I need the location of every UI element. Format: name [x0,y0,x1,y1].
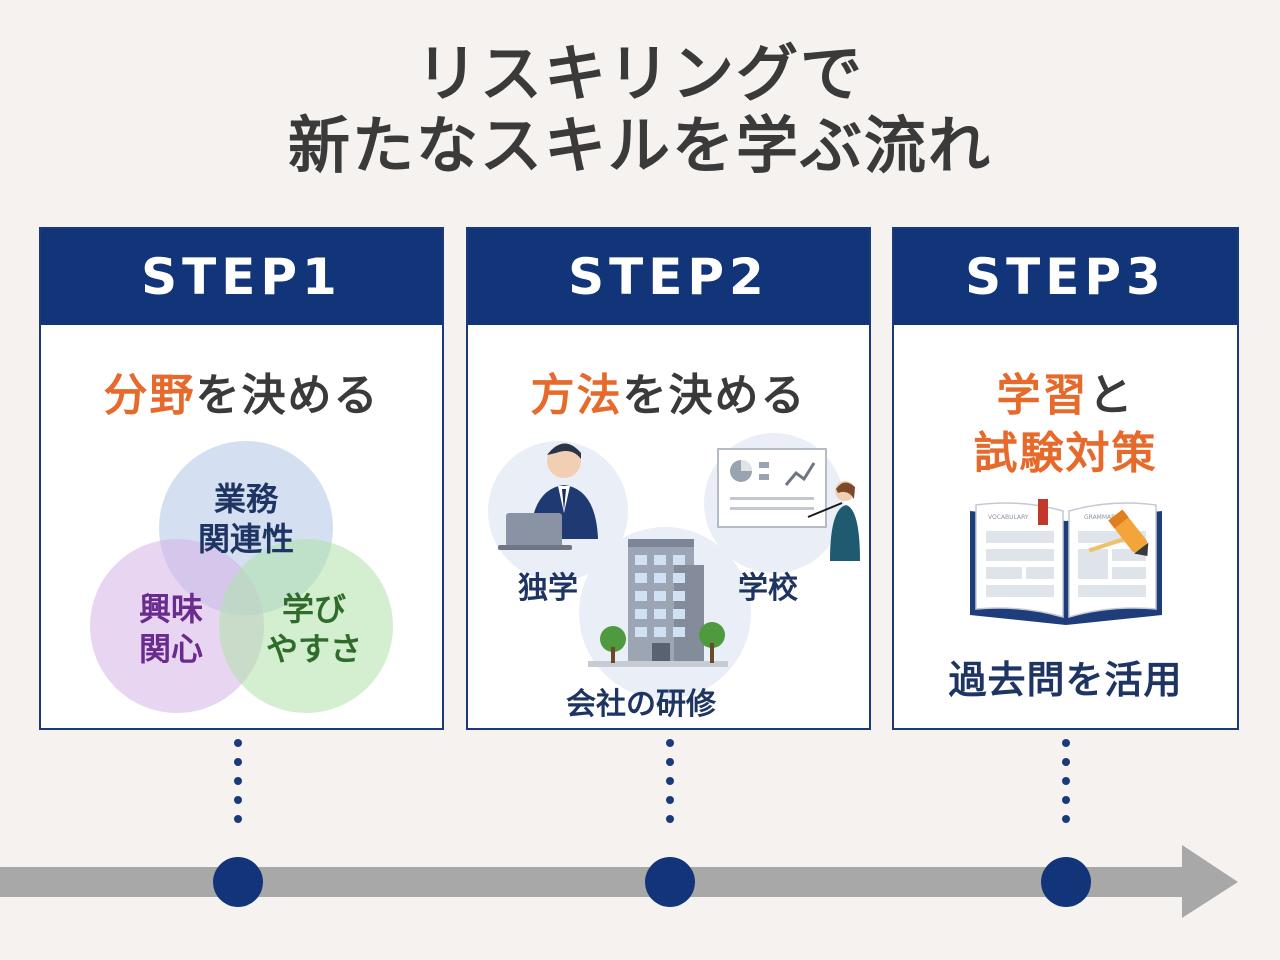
step3-heading-rest: と [1088,370,1135,421]
timeline-node-step1 [213,857,263,907]
person-laptop-icon [498,443,598,550]
office-building-icon [588,539,728,667]
venn-circle-ease [219,539,393,713]
step1-heading: 分野を決める [41,359,442,423]
step3-card: STEP3 学習と 試験対策 VOCABULARY GRAMMAR 過去問を活用 [892,227,1239,730]
teacher-whiteboard-icon [717,448,860,561]
step2-card: STEP2 方法を決める [466,227,871,730]
title-line-1: リスキリングで [415,37,864,110]
timeline-node-step3 [1041,857,1091,907]
page-title: リスキリングで 新たなスキルを学ぶ流れ [0,38,1280,182]
step2-heading: 方法を決める [468,359,869,423]
step1-heading-rest: を決める [195,370,380,421]
venn-label-ease: 学び やすさ [265,590,362,668]
title-line-2: 新たなスキルを学ぶ流れ [287,109,992,182]
method-self-study: 独学 [518,571,578,606]
step3-heading-line2: 試験対策 [973,428,1158,479]
book-word-vocabulary: VOCABULARY [988,514,1029,521]
book-word-grammar: GRAMMAR [1084,514,1115,521]
step2-heading-accent: 方法 [530,370,623,421]
methods-illustration [488,433,860,699]
step3-heading-accent: 学習 [996,370,1089,421]
timeline-node-step2 [645,857,695,907]
step3-heading-line1: 学習と [894,359,1237,423]
step3-caption: 過去問を活用 [948,658,1183,702]
step1-heading-accent: 分野 [103,370,196,421]
connector-step1 [234,739,242,823]
step1-header: STEP1 [41,229,442,325]
timeline-bar [0,867,1190,897]
step3-header: STEP3 [894,229,1237,325]
venn-label-interest: 興味 関心 [138,590,203,668]
step1-card: STEP1 分野を決める 業務 関連性 興味 関心 学び やすさ [39,227,444,730]
timeline-arrow [0,845,1238,918]
step2-header: STEP2 [468,229,869,325]
method-school: 学校 [738,571,798,606]
connector-step2 [666,739,674,823]
venn-label-business: 業務 関連性 [197,480,294,558]
step2-heading-rest: を決める [622,370,807,421]
timeline-arrowhead [1182,845,1238,918]
open-book-icon: VOCABULARY GRAMMAR [970,499,1162,625]
connector-step3 [1062,739,1070,823]
method-company-training: 会社の研修 [566,687,716,722]
